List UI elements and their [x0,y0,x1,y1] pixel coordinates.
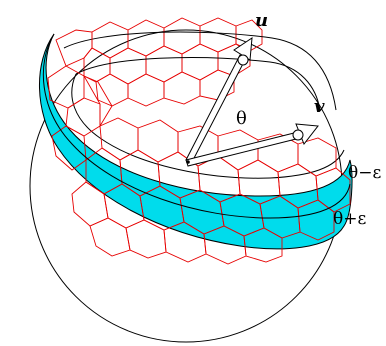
angle-label: θ [236,108,247,129]
band-back-edge [63,31,337,111]
band-outer-edge [42,33,351,219]
cyan-band [39,33,353,250]
cap-hexagon-mesh [83,17,263,107]
origin-point [186,160,190,164]
lower-edge-label: θ−ε [348,163,381,183]
upper-edge-label: θ+ε [333,209,366,229]
band-inner-edge [71,73,345,179]
vector-v-label: v [314,96,325,117]
sphere-outline [29,29,343,343]
vector-u-arrow [185,37,253,163]
vector-v-arrow [185,123,319,167]
band-back-edge-lower [75,57,321,111]
vector-u-label: u [255,10,268,31]
